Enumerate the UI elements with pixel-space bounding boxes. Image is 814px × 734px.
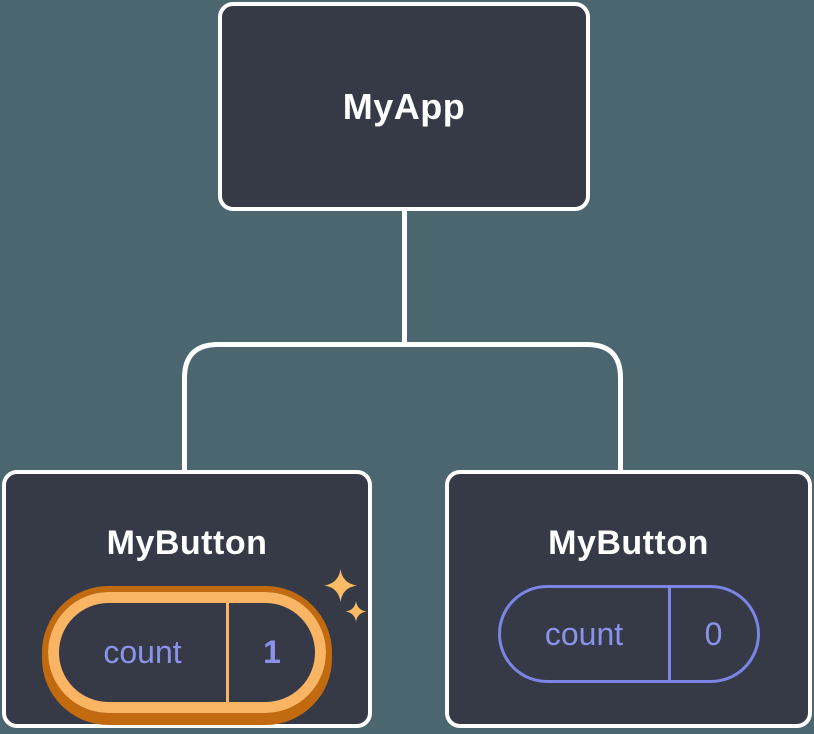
sparkles-icon [324,569,367,622]
pill-divider [667,588,671,680]
state-pill: count 0 [497,585,760,683]
pill-divider [226,603,229,702]
state-key: count [544,615,624,652]
node-mybutton-1: MyButton count 1 [2,470,372,728]
state-value: 1 [263,634,281,670]
state-value: 0 [704,615,723,652]
node-mybutton-2: MyButton count 0 [445,470,812,728]
node-label: MyApp [342,85,466,127]
node-myapp: MyApp [218,2,590,211]
state-key: count [103,634,182,670]
node-label: MyButton [106,524,268,562]
state-pill-highlighted: count 1 [42,586,332,719]
node-label: MyButton [548,524,709,562]
